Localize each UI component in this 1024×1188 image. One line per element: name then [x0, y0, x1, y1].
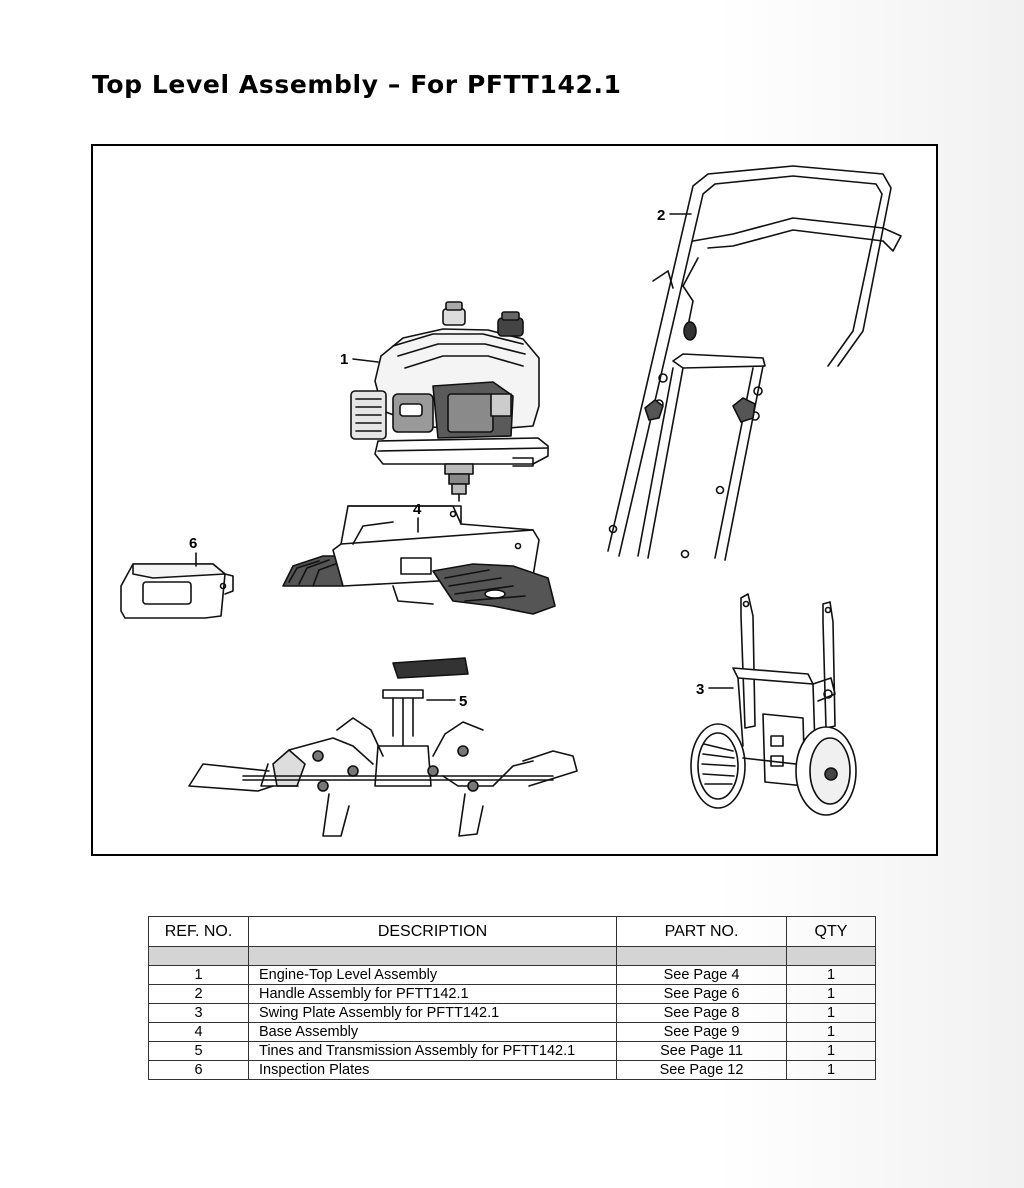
table-row: 6 Inspection Plates See Page 12 1 [148, 1060, 876, 1080]
table-row: 3 Swing Plate Assembly for PFTT142.1 See… [148, 1003, 876, 1023]
cell-part: See Page 12 [616, 1060, 787, 1080]
cell-part: See Page 4 [616, 965, 787, 985]
cell-ref: 6 [148, 1060, 249, 1080]
cell-part: See Page 8 [616, 1003, 787, 1023]
callout-5: 5 [459, 693, 467, 710]
inspection-plate-illustration [120, 563, 234, 619]
cell-qty: 1 [786, 1003, 876, 1023]
callout-2: 2 [657, 207, 665, 224]
header-ref-no: REF. NO. [148, 916, 249, 947]
handle-illustration [607, 165, 902, 561]
cell-description: Swing Plate Assembly for PFTT142.1 [248, 1003, 617, 1023]
cell-description: Tines and Transmission Assembly for PFTT… [248, 1041, 617, 1061]
table-header-row: REF. NO. DESCRIPTION PART NO. QTY [148, 916, 876, 947]
cell-part: See Page 11 [616, 1041, 787, 1061]
cell-qty: 1 [786, 1022, 876, 1042]
table-row: 4 Base Assembly See Page 9 1 [148, 1022, 876, 1042]
cell-qty: 1 [786, 984, 876, 1004]
cell-description: Inspection Plates [248, 1060, 617, 1080]
header-part-no: PART NO. [616, 916, 787, 947]
header-description: DESCRIPTION [248, 916, 617, 947]
callout-4: 4 [413, 501, 422, 518]
cell-description: Engine-Top Level Assembly [248, 965, 617, 985]
table-spacer-row [148, 946, 876, 966]
cell-qty: 1 [786, 1060, 876, 1080]
cell-ref: 5 [148, 1041, 249, 1061]
swing-plate-assembly-illustration [690, 593, 857, 816]
cell-part: See Page 6 [616, 984, 787, 1004]
callout-3: 3 [696, 681, 704, 698]
tines-transmission-illustration [188, 657, 578, 837]
cell-description: Base Assembly [248, 1022, 617, 1042]
page-title: Top Level Assembly – For PFTT142.1 [92, 70, 622, 99]
cell-part: See Page 9 [616, 1022, 787, 1042]
cell-ref: 3 [148, 1003, 249, 1023]
cell-ref: 2 [148, 984, 249, 1004]
cell-qty: 1 [786, 1041, 876, 1061]
base-assembly-illustration [282, 505, 556, 615]
table-row: 1 Engine-Top Level Assembly See Page 4 1 [148, 965, 876, 985]
engine-illustration [350, 301, 549, 502]
cell-ref: 1 [148, 965, 249, 985]
cell-ref: 4 [148, 1022, 249, 1042]
callout-1: 1 [340, 351, 348, 368]
exploded-view-diagram: 1 2 [91, 144, 938, 856]
table-row: 5 Tines and Transmission Assembly for PF… [148, 1041, 876, 1061]
table-row: 2 Handle Assembly for PFTT142.1 See Page… [148, 984, 876, 1004]
cell-qty: 1 [786, 965, 876, 985]
header-qty: QTY [786, 916, 876, 947]
cell-description: Handle Assembly for PFTT142.1 [248, 984, 617, 1004]
callout-6: 6 [189, 535, 197, 552]
parts-list-table: REF. NO. DESCRIPTION PART NO. QTY 1 Engi… [148, 916, 876, 1080]
